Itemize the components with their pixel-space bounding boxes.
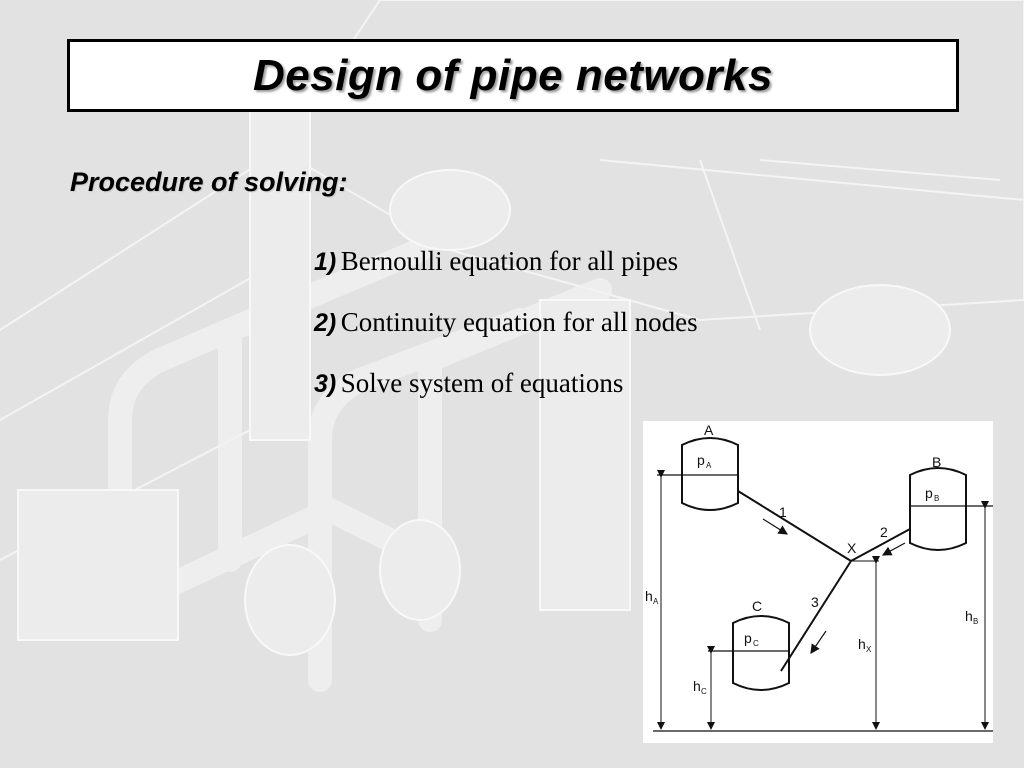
flow-arrow-3 [810,630,827,654]
pressure-label-b: p [925,485,933,501]
step-text: Solve system of equations [340,368,624,398]
node-label-x: X [847,540,857,556]
flow-arrow-1 [762,518,789,535]
height-label-b: h [965,608,973,624]
height-label-c: h [693,678,701,694]
list-item: 3) Solve system of equations [314,368,623,399]
pipe-network-svg: A p A B p B C p C 1 2 3 X [645,422,993,732]
pipe-3 [780,560,852,672]
pipe-label-1: 1 [779,504,787,520]
pipe-label-3: 3 [811,594,819,610]
pipe-2 [850,528,911,562]
title-box: Design of pipe networks [67,39,959,112]
height-sub-c: C [701,687,707,696]
tank-a [681,437,739,511]
pressure-label-c: p [744,630,752,646]
step-number: 2) [314,309,337,337]
slide-title: Design of pipe networks [252,50,773,100]
tank-label-c: C [752,598,762,614]
pipe-1 [737,490,852,562]
pipe-label-2: 2 [880,524,888,540]
height-label-x: h [858,636,866,652]
height-label-a: h [645,588,653,604]
pressure-label-a: p [697,452,705,468]
list-item: 2) Continuity equation for all nodes [314,307,698,338]
tank-label-b: B [932,454,941,470]
pipe-network-diagram: A p A B p B C p C 1 2 3 X [643,421,993,743]
height-sub-x: X [866,645,872,654]
tank-label-a: A [704,422,714,438]
pressure-sub-c: C [753,639,759,648]
tank-c [732,615,790,691]
height-sub-a: A [653,597,659,606]
list-item: 1) Bernoulli equation for all pipes [314,246,678,277]
step-text: Continuity equation for all nodes [340,307,698,337]
section-heading: Procedure of solving: [70,167,348,197]
flow-arrow-2 [881,542,906,556]
tank-b [909,467,967,551]
pressure-sub-b: B [934,494,939,503]
step-number: 3) [314,370,337,398]
step-number: 1) [314,248,337,276]
height-sub-b: B [973,617,978,626]
pressure-sub-a: A [706,461,712,470]
step-text: Bernoulli equation for all pipes [340,246,679,276]
